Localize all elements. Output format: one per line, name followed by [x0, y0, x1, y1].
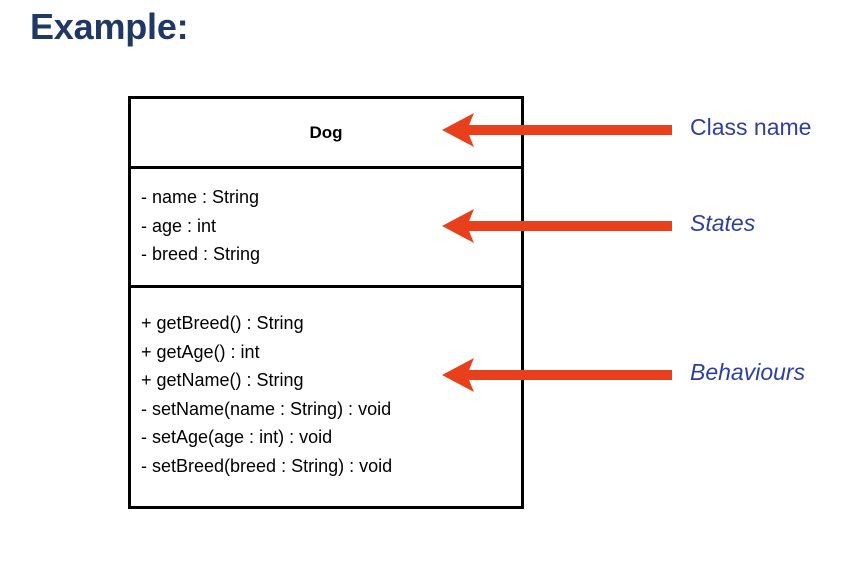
- arrow-shaft: [467, 370, 672, 380]
- method-row: + getName() : String: [141, 370, 304, 390]
- class-name-label: Dog: [309, 122, 343, 142]
- methods-compartment: + getBreed() : String + getAge() : int +…: [131, 288, 521, 506]
- callout-label-states: States: [690, 210, 756, 236]
- uml-class-box: Dog - name : String - age : int - breed …: [128, 96, 524, 509]
- class-name-compartment: Dog: [131, 99, 521, 169]
- arrow-shaft: [467, 221, 672, 231]
- method-row: + getAge() : int: [141, 341, 260, 362]
- attributes-compartment: - name : String - age : int - breed : St…: [131, 169, 521, 288]
- callout-arrow-behaviours: [440, 355, 672, 395]
- callout-arrow-states: [440, 206, 672, 246]
- callout-arrow-class-name: [440, 110, 672, 150]
- callout-label-class-name: Class name: [690, 114, 812, 140]
- callout-label-behaviours: Behaviours: [690, 359, 806, 385]
- page-title: Example:: [30, 6, 189, 47]
- method-row: + getBreed() : String: [141, 313, 304, 333]
- method-row: - setName(name : String) : void: [141, 398, 392, 419]
- method-row: - setAge(age : int) : void: [141, 427, 333, 447]
- attribute-row: - name : String: [141, 187, 260, 207]
- attribute-row: - age : int: [141, 215, 217, 236]
- arrow-shaft: [467, 125, 672, 135]
- method-row: - setBreed(breed : String) : void: [141, 455, 393, 476]
- attribute-row: - breed : String: [141, 244, 261, 264]
